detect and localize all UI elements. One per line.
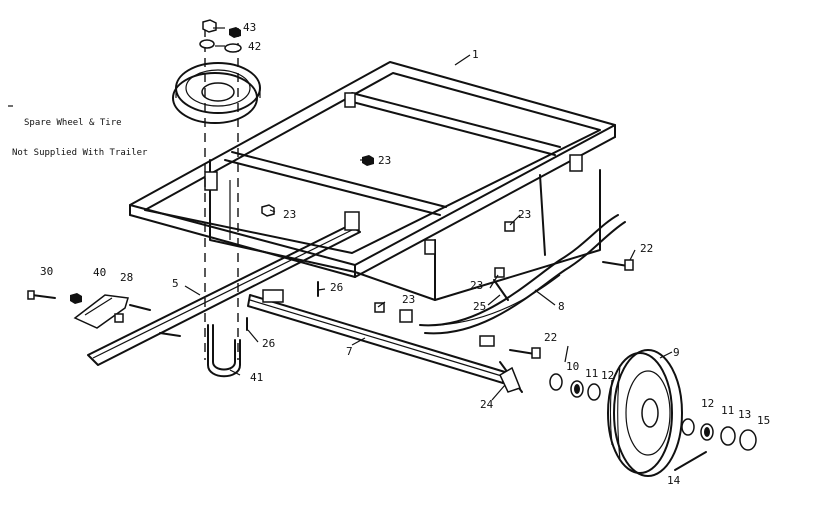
note-spare-wheel: Spare Wheel & Tire — [24, 118, 122, 128]
callout-26b: 26 — [262, 337, 275, 350]
callouts: 1 5 7 8 9 10 11 11 12 12 13 14 15 22 22 … — [40, 21, 770, 487]
callout-22b: 22 — [544, 331, 557, 344]
callout-40: 40 — [93, 266, 106, 279]
callout-7: 7 — [346, 345, 353, 358]
wheel-tire — [607, 349, 683, 477]
callout-23c: 23 — [518, 208, 531, 221]
leader-lines — [184, 27, 673, 401]
tongue — [87, 211, 361, 366]
spare-tire — [172, 62, 261, 124]
bolts — [246, 155, 634, 393]
callout-41: 41 — [250, 371, 263, 384]
callout-9: 9 — [673, 346, 680, 359]
spare-mount-dashed — [204, 28, 239, 360]
callout-11a: 11 — [585, 367, 598, 380]
callout-1: 1 — [472, 48, 479, 61]
frame — [129, 61, 616, 278]
callout-24: 24 — [480, 398, 494, 411]
callout-11b: 11 — [721, 404, 734, 417]
callout-13: 13 — [738, 408, 751, 421]
callout-8: 8 — [558, 300, 565, 313]
callout-10: 10 — [566, 360, 579, 373]
spare-wheel-note: Spare Wheel & Tire Not Supplied With Tra… — [8, 105, 148, 158]
callout-15: 15 — [757, 414, 770, 427]
leaf-spring — [419, 214, 626, 335]
callout-43: 43 — [243, 21, 256, 34]
hub-hardware — [549, 373, 757, 471]
callout-23a: 23 — [378, 154, 391, 167]
callout-42: 42 — [248, 40, 261, 53]
callout-12b: 12 — [701, 397, 714, 410]
callout-5: 5 — [172, 277, 179, 290]
callout-22a: 22 — [640, 242, 653, 255]
callout-30: 30 — [40, 265, 53, 278]
callout-26a: 26 — [330, 281, 343, 294]
callout-28: 28 — [120, 271, 133, 284]
callout-23e: 23 — [402, 293, 415, 306]
u-bolt — [207, 324, 241, 378]
callout-23d: 23 — [470, 279, 483, 292]
callout-12a: 12 — [601, 369, 614, 382]
note-not-supplied: Not Supplied With Trailer — [12, 148, 148, 158]
callout-23b: 23 — [283, 208, 296, 221]
coupler — [27, 290, 181, 337]
callout-14: 14 — [667, 474, 681, 487]
spare-nuts — [199, 19, 242, 53]
callout-25: 25 — [473, 300, 486, 313]
